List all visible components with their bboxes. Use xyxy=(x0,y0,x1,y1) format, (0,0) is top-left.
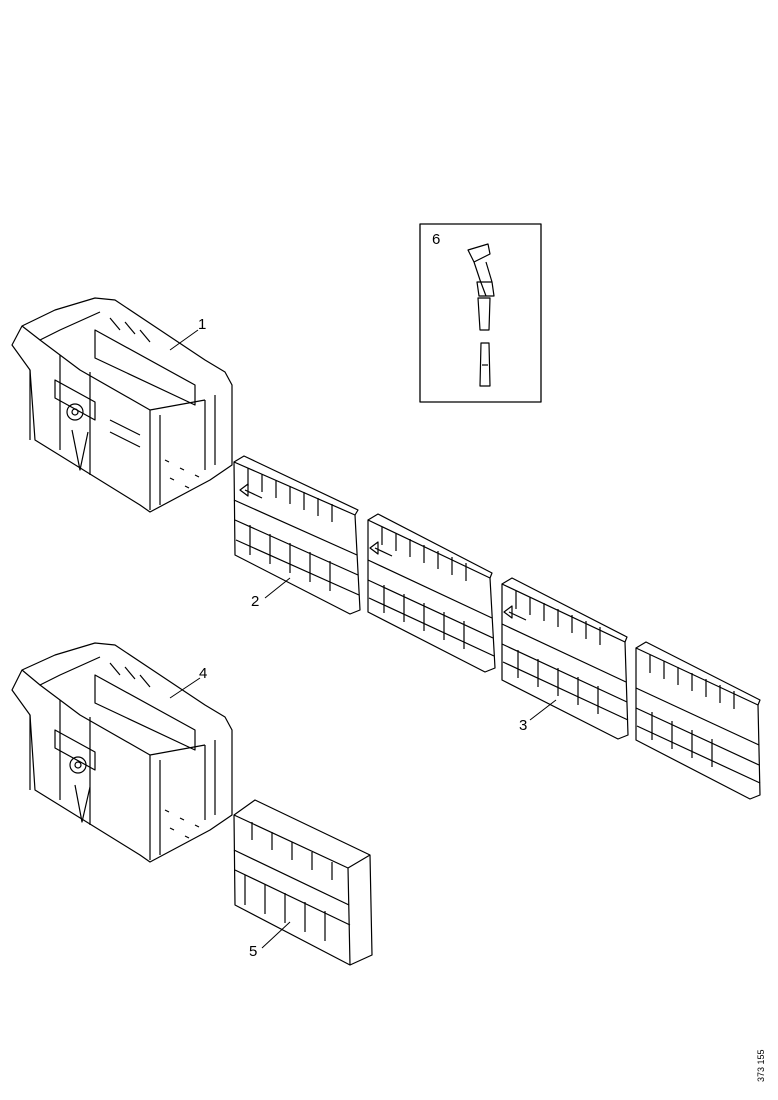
connector-housing-part-4 xyxy=(11,642,233,863)
contact-strip-part-2 xyxy=(233,455,361,615)
leader-line-4 xyxy=(169,677,201,699)
leader-line-5 xyxy=(261,921,291,949)
contact-strip-part-3 xyxy=(501,577,629,740)
callout-4: 4 xyxy=(199,665,208,682)
leader-line-1 xyxy=(169,329,199,351)
callout-2: 2 xyxy=(251,593,260,610)
leader-line-3 xyxy=(529,699,557,721)
contact-strip-right xyxy=(635,641,761,800)
contact-pin-part-6 xyxy=(419,223,542,403)
connector-housing-part-1 xyxy=(11,297,233,513)
callout-3: 3 xyxy=(519,717,528,734)
callout-1: 1 xyxy=(198,316,207,333)
leader-line-2 xyxy=(264,577,291,599)
callout-5: 5 xyxy=(249,943,258,960)
contact-strip-middle xyxy=(367,513,496,673)
drawing-reference-number: 373 155 xyxy=(756,1049,766,1082)
contact-strip-part-5 xyxy=(233,799,373,966)
leader-lines xyxy=(169,329,557,949)
callout-6: 6 xyxy=(432,231,441,248)
